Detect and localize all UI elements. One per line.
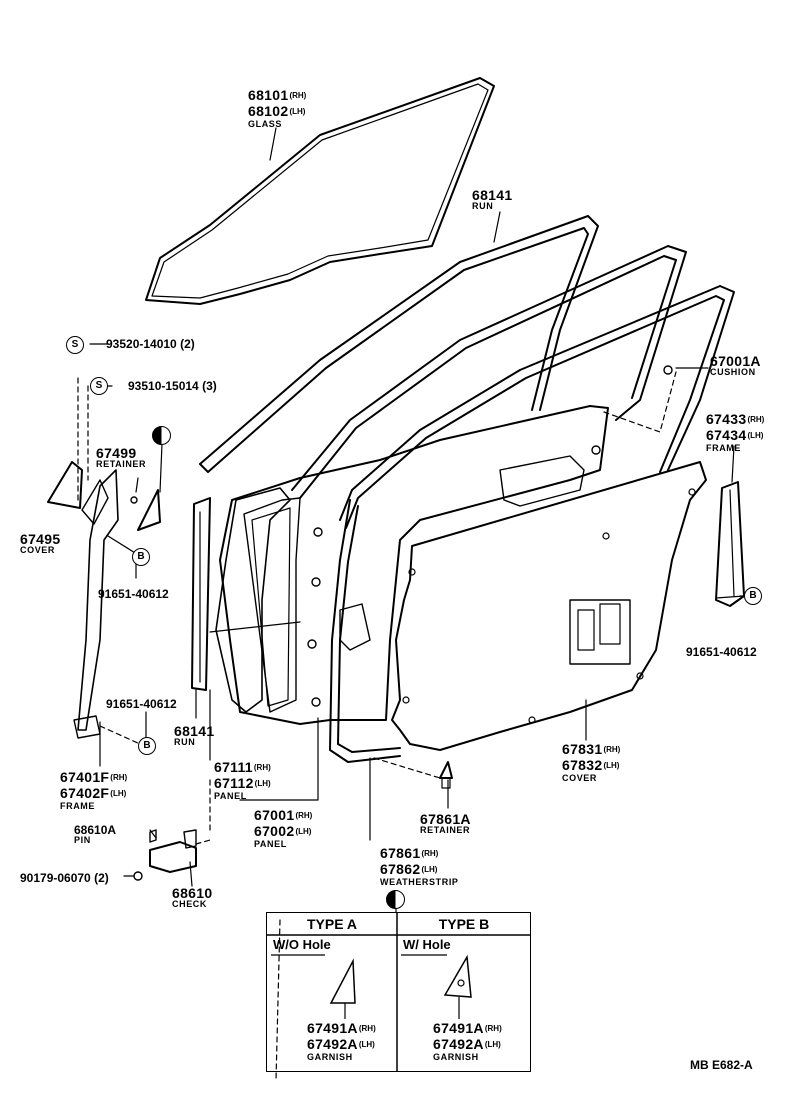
- label-run-top: 68141 RUN: [472, 187, 513, 211]
- label-panel-inner: 67001(RH) 67002(LH) PANEL: [254, 807, 313, 849]
- legend-type-a: TYPE A: [306, 916, 358, 932]
- label-cover-rear: 67831(RH) 67832(LH) COVER: [562, 741, 621, 783]
- label-bolt-check: 90179-06070 (2): [20, 871, 109, 885]
- inner-panel-shape: [219, 405, 609, 725]
- cushion-dot: [663, 365, 673, 375]
- rear-frame-shape: [715, 481, 745, 607]
- check-shape: [133, 829, 197, 881]
- door-frame-outline: [291, 245, 735, 763]
- label-cover-front: 67495 COVER: [20, 531, 61, 555]
- label-frame-front: 67401F(RH) 67402F(LH) FRAME: [60, 769, 128, 811]
- label-cushion: 67001A CUSHION: [710, 353, 761, 377]
- label-retainer: 67499 RETAINER: [96, 445, 147, 469]
- legend-sub-a: W/O Hole: [273, 937, 331, 952]
- trim-cover-shape: [391, 461, 707, 751]
- cover-front-shape: [47, 461, 83, 509]
- retainer-67499: [130, 496, 138, 504]
- legend-lines: [267, 913, 530, 1071]
- legend-garnish-a: 67491A(RH) 67492A(LH) GARNISH: [307, 1020, 376, 1062]
- outer-panel-shape: [209, 487, 301, 713]
- run-strip-front: [191, 497, 211, 691]
- run-channel-top: [199, 215, 599, 473]
- glass-part: [145, 77, 495, 305]
- drawing-code: MB E682-A: [690, 1058, 753, 1072]
- half-circle-icon: [386, 890, 405, 909]
- label-run-front: 68141 RUN: [174, 723, 215, 747]
- garnish-small: [137, 489, 161, 531]
- label-glass: 68101(RH) 68102(LH) GLASS: [248, 87, 307, 129]
- label-weatherstrip: 67861(RH) 67862(LH) WEATHERSTRIP: [380, 845, 459, 887]
- label-bolt-3: 91651-40612: [106, 697, 177, 711]
- legend-sub-b: W/ Hole: [403, 937, 451, 952]
- label-bolt-1: 91651-40612: [98, 587, 169, 601]
- label-panel-outer: 67111(RH) 67112(LH) PANEL: [214, 759, 271, 801]
- label-screw-1: 93520-14010 (2): [106, 337, 195, 351]
- half-circle-icon: [152, 426, 171, 445]
- bolt-symbol-3: B: [138, 737, 156, 755]
- bolt-symbol-1: B: [132, 548, 150, 566]
- label-retainer-ws: 67861A RETAINER: [420, 811, 471, 835]
- screw-symbol-1: S: [66, 336, 84, 354]
- retainer-clip: [439, 761, 453, 789]
- garnish-type-legend: TYPE A TYPE B W/O Hole W/ Hole 67491A(RH…: [266, 912, 531, 1072]
- label-screw-2: 93510-15014 (3): [128, 379, 217, 393]
- legend-garnish-b: 67491A(RH) 67492A(LH) GARNISH: [433, 1020, 502, 1062]
- label-pin: 68610A PIN: [74, 823, 117, 845]
- label-frame-rear: 67433(RH) 67434(LH) FRAME: [706, 411, 765, 453]
- leader-lines: [89, 127, 745, 913]
- screw-symbol-2: S: [90, 377, 108, 395]
- label-bolt-2: 91651-40612: [686, 645, 757, 659]
- legend-type-b: TYPE B: [438, 916, 490, 932]
- label-check: 68610 CHECK: [172, 885, 213, 909]
- dashed-guides: [77, 371, 751, 1081]
- bolt-symbol-2: B: [744, 587, 762, 605]
